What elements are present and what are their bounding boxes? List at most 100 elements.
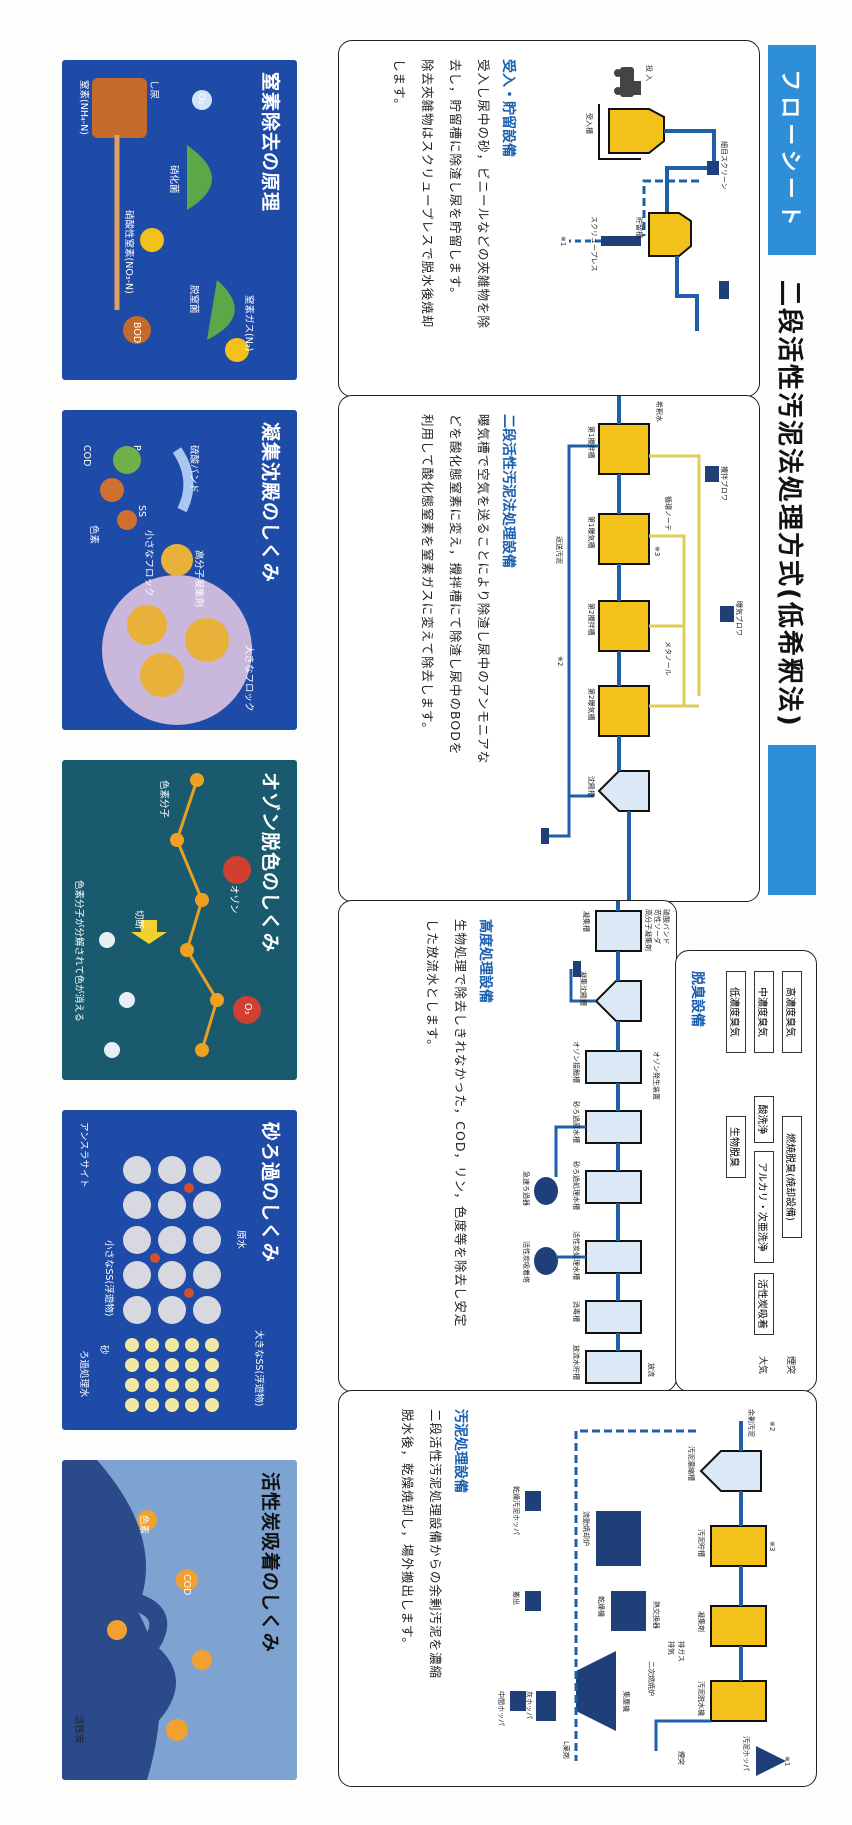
card-activated-carbon: 活性炭吸着のしくみ 活性炭 色素 COD [62, 1460, 297, 1780]
label-excess-sludge: 余剰汚泥 [747, 1409, 755, 1437]
sand-label-raw: 原水 [235, 1230, 246, 1250]
label-settling-tank: 沈殿槽 [587, 776, 595, 797]
label-sand-raw: 砂ろ過原水槽 [572, 1101, 580, 1143]
label-caustic-soda: 苛性ソーダ [653, 909, 661, 944]
label-dilution-water: 希釈水 [655, 401, 663, 422]
nitrogen-label-denitrifier: 脱窒菌 [188, 285, 199, 314]
card-coagulation: 凝集沈殿のしくみ 硫酸バンド SS P COD 色素 小さなフロック 高分子凝集… [62, 410, 297, 730]
label-return-sludge: 返送汚泥 [555, 536, 563, 564]
sludge-title: 汚泥処理設備 [452, 1409, 468, 1493]
nitrogen-label-urine: し尿 [148, 80, 159, 100]
label-mid-hopper: 中間ホッパ [497, 1691, 505, 1726]
receiving-diagram [569, 67, 729, 331]
label-discharge-tank: 放流水貯槽 [572, 1345, 580, 1380]
label-ozone-generator: オゾン発生装置 [652, 1051, 660, 1100]
coag-label-big-floc: 大きなフロック [243, 645, 254, 712]
panel-receiving: 投 入 受入槽 貯留槽 細目スクリーン スクリュープレス ※1 受入・貯留設備 … [338, 40, 760, 397]
ozone-illustration [99, 773, 261, 1058]
box-combustion: 燃焼脱臭(焼却設備) [782, 1116, 802, 1238]
label-sand-treated: 砂ろ過処理水槽 [572, 1161, 580, 1210]
label-dried-hopper: 乾燥汚泥ホッパ [512, 1486, 520, 1535]
label-chimney: 煙突 [677, 1751, 685, 1765]
label-aluminum-sulfate: 硫酸バンド [662, 909, 670, 945]
panel-sludge: 余剰汚泥 汚泥濃縮槽 汚泥貯槽 凝集剤 汚泥脱水機 汚泥ホッパ 流動焼却炉 乾燥… [338, 1390, 817, 1787]
panel-advanced: 凝集槽 凝集沈殿槽 オゾン接触槽 砂ろ過原水槽 砂ろ過処理水槽 活性炭処理水槽 … [338, 900, 677, 1392]
sand-illustration [123, 1156, 221, 1412]
label-stir-blower: 攪拌ブロワ [720, 466, 728, 501]
carbon-illustration [62, 1460, 212, 1780]
sludge-desc-line-2: 脱水後，乾燥焼却し，場外搬出します。 [400, 1409, 415, 1651]
label-aeration-blower: 曝気ブロワ [735, 601, 743, 636]
label-receiving-tank: 受入槽 [585, 113, 593, 134]
nitrogen-label-n2: 窒素ガス(N₂) [243, 295, 254, 352]
sludge-desc-line-1: 二段活性汚泥処理設備からの余剰汚泥を濃縮 [428, 1409, 443, 1680]
advanced-diagram [534, 901, 642, 1384]
deodor-title: 脱臭設備 [689, 971, 705, 1027]
sand-label-small-ss: 小さなSS(浮遊物) [103, 1240, 114, 1317]
label-rapid-filter: 急速ろ過器 [522, 1171, 530, 1206]
panel-activated-sludge: 攪拌ブロワ 曝気ブロワ 希釈水 第1攪拌槽 第1曝気槽 第2攪拌槽 第2曝気槽 … [338, 395, 760, 902]
label-coag-sed-tank: 凝集沈殿槽 [579, 971, 587, 1006]
label-sludge-hopper: 汚泥ホッパ [742, 1736, 750, 1771]
carbon-label-cod: COD [181, 1574, 192, 1596]
box-bio-deodor: 生物脱臭 [726, 1116, 746, 1178]
coag-label-cod: COD [81, 445, 92, 467]
label-dust-collector: 集塵機 [622, 1691, 630, 1712]
label-ash-hopper: 灰ホッパ [525, 1691, 533, 1719]
label-sludge-storage: 汚泥貯槽 [697, 1529, 705, 1557]
label-coagulant: 凝集剤 [697, 1611, 705, 1632]
page-title: 二段活性汚泥法処理方式(低希釈法) [774, 280, 805, 728]
label-coag-tank: 凝集槽 [582, 911, 590, 932]
label-intake: 投 入 [645, 65, 653, 82]
label-ozone-contact: オゾン接触槽 [572, 1041, 580, 1083]
card-sand-filter: 砂ろ過のしくみ 原水 大きなSS(浮遊物) 小さなSS(浮遊物) アンスラサイト… [62, 1110, 297, 1430]
label-flue-gas: 排ガス [677, 1641, 685, 1662]
label-incinerator: 流動焼却炉 [582, 1511, 590, 1546]
ozone-label-decolor: 色素分子が分解されて色が消える [73, 880, 84, 1022]
sand-label-big-ss: 大きなSS(浮遊物) [253, 1330, 264, 1407]
label-sludge-ref-2: ※2 [768, 1421, 776, 1432]
ozone-label-pigment: 色素分子 [158, 780, 169, 819]
label-stir-tank-1: 第1攪拌槽 [587, 426, 595, 459]
box-mid-odor: 中濃度臭気 [754, 971, 774, 1053]
advanced-title: 高度処理設備 [477, 919, 493, 1003]
sand-label-filtered: ろ過処理水 [78, 1350, 89, 1398]
coagulation-illustration [100, 446, 252, 725]
coag-label-alum: 硫酸バンド [188, 445, 199, 493]
coag-label-pigment: 色素 [88, 525, 99, 545]
box-carbon-adsorb: 活性炭吸着 [754, 1273, 774, 1335]
coag-label-polymer: 高分子凝集剤 [193, 550, 204, 608]
label-carbon-treated: 活性炭処理水槽 [572, 1231, 580, 1280]
receiving-desc-line-2: 去し，貯留槽に除渣し尿を貯留します。 [448, 59, 463, 301]
nitrogen-label-o2: O₂ [196, 93, 207, 105]
label-sludge-ref-1: ※1 [783, 1756, 791, 1767]
label-carbon-tower: 活性炭吸着塔 [522, 1241, 530, 1283]
label-l-chemical: L薬剤 [562, 1741, 570, 1759]
label-carry-out-1: 搬出 [512, 1591, 520, 1605]
receiving-desc-line-1: 受入し尿中の砂，ビニールなどの夾雑物を除 [476, 59, 491, 330]
label-secondary-furnace: 二次燃焼炉 [647, 1661, 655, 1696]
box-acid-wash: 酸洗浄 [754, 1096, 774, 1143]
label-discharge: 放流 [647, 1363, 655, 1377]
box-alkali-wash: アルカリ・次亜洗浄 [754, 1151, 774, 1263]
label-dewatering: 汚泥脱水機 [697, 1681, 705, 1716]
activated-desc-line-3: 利用して酸化態窒素を窒素ガスに変えて除去します。 [420, 414, 435, 736]
receiving-desc-line-4: します。 [392, 59, 407, 112]
ozone-label-ozone: オゾン [228, 885, 239, 914]
activated-sludge-diagram [541, 396, 734, 901]
label-dryer: 乾燥機 [597, 1596, 605, 1617]
activated-title: 二段活性汚泥法処理設備 [500, 414, 516, 568]
box-low-odor: 低濃度臭気 [726, 971, 746, 1053]
label-polymer: 高分子凝集剤 [644, 909, 652, 951]
label-ref-3: ※3 [653, 546, 661, 557]
activated-desc-line-2: どを酸化態窒素に変え，攪拌槽にて除渣し尿中のBODを [448, 414, 463, 756]
coag-label-small-floc: 小さなフロック [143, 530, 154, 597]
ozone-label-cut: 切断 [133, 910, 144, 930]
label-circulation: 循環ノーテ [664, 496, 672, 531]
sand-label-anthracite: アンスラサイト [78, 1122, 89, 1188]
sludge-diagram [510, 1421, 786, 1776]
coag-label-ss: SS [136, 505, 147, 518]
label-ref-2: ※2 [556, 656, 564, 667]
label-stir-tank-2: 第2攪拌槽 [587, 603, 595, 636]
